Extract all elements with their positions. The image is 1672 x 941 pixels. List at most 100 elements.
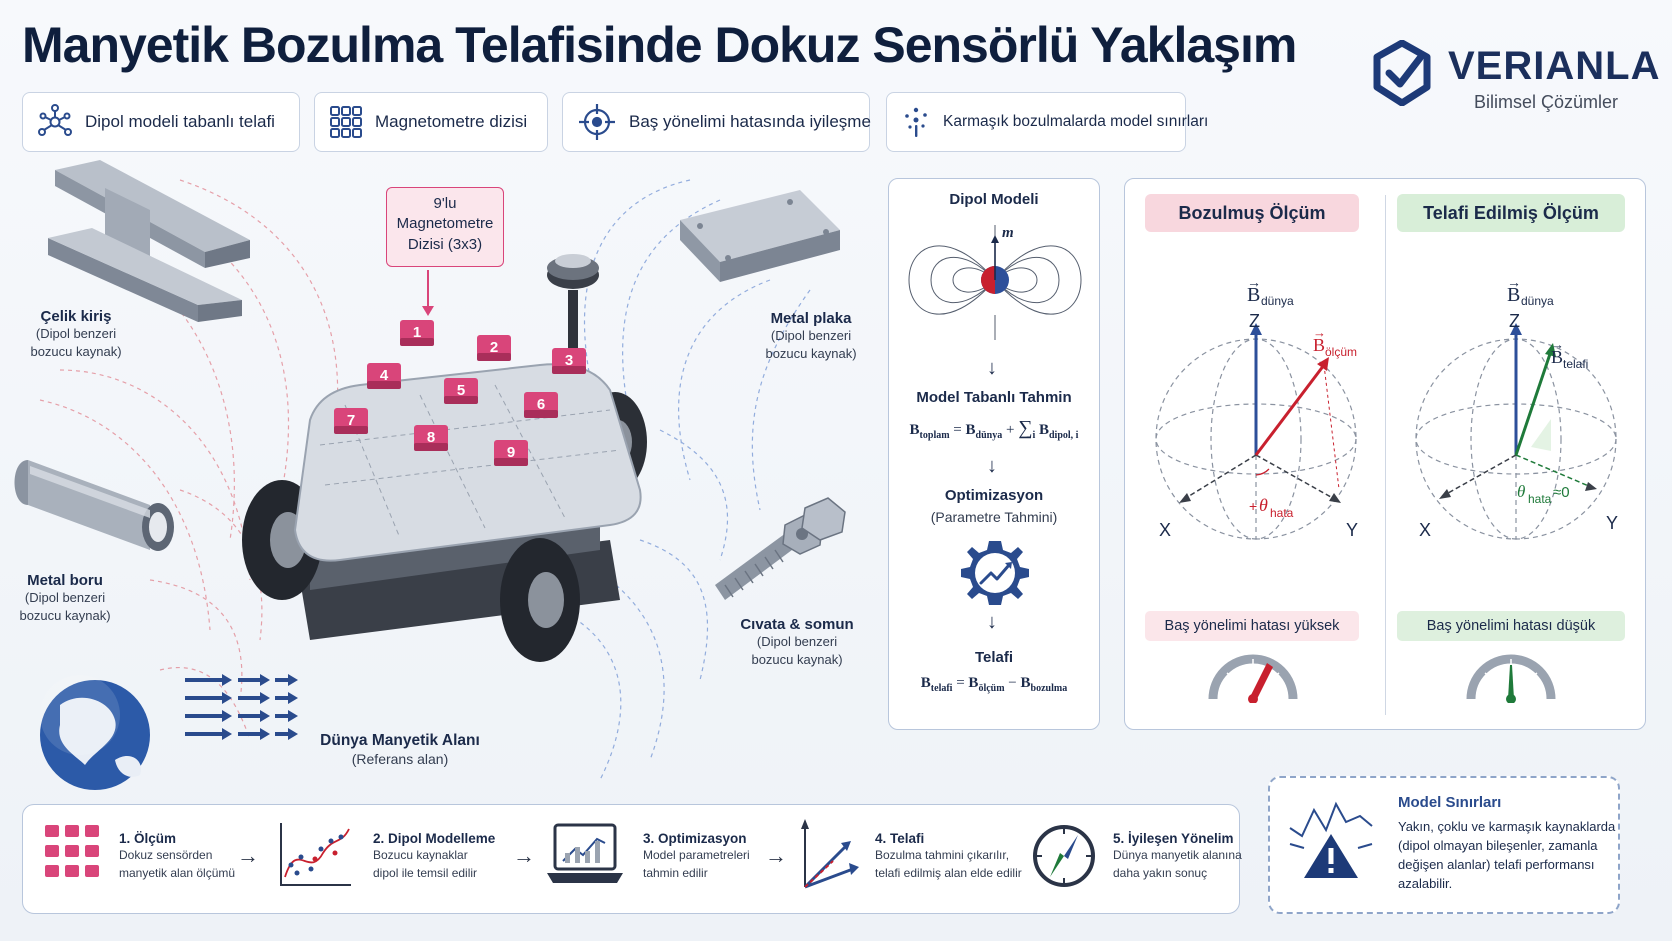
vector-arrow-mark: → (1247, 274, 1261, 290)
sensor-label: 4 (380, 367, 389, 384)
arrow-down-icon: ↓ (987, 357, 997, 379)
error-angle-sub: hata (1270, 506, 1294, 520)
step-3: 3. Optimizasyon Model parametreleri tahm… (643, 831, 750, 882)
step-desc: Dünya manyetik alanına (1113, 848, 1242, 862)
error-low-note: Baş yönelimi hatası düşük (1397, 611, 1625, 641)
limits-line: azalabilir. (1398, 875, 1453, 891)
metal-pipe-label: Metal boru (Dipol benzeri bozucu kaynak) (10, 572, 120, 624)
sum-icon: ∑ (1018, 417, 1033, 439)
step-title: 4. Telafi (875, 831, 925, 846)
callout-line: Magnetometre (396, 215, 494, 233)
pill-label: Karmaşık bozulmalarda model sınırları (943, 113, 1209, 130)
world-vector-sub: dünya (1261, 294, 1294, 308)
limits-title: Model Sınırları (1398, 794, 1502, 811)
eq-sub: i (1032, 430, 1036, 441)
source-desc: bozucu kaynak) (19, 607, 111, 623)
eq-sub: bozulma (1030, 683, 1068, 694)
callout-line: 9'lu (433, 195, 457, 212)
bolt-nut-label: Cıvata & somun (Dipol benzeri bozucu kay… (732, 616, 862, 668)
pill-heading-improvement[interactable]: Baş yönelimi hatasında iyileşme (562, 92, 871, 152)
robot-rover-icon (242, 254, 647, 662)
page-title: Manyetik Bozulma Telafisinde Dokuz Sensö… (22, 17, 1297, 73)
sensor-label: 5 (457, 382, 465, 399)
steel-beam-label: Çelik kiriş (Dipol benzeri bozucu kaynak… (20, 308, 132, 360)
arrow-right-icon: → (513, 843, 535, 868)
source-desc: (Dipol benzeri (770, 328, 852, 343)
brand-shield-icon (1373, 40, 1431, 106)
eq-term: B (968, 675, 979, 691)
pill-magnetometer-array[interactable]: Magnetometre dizisi (314, 92, 548, 152)
eq-sub: dünya (975, 430, 1003, 441)
step-desc: Model parametreleri (643, 848, 750, 862)
step-5: 5. İyileşen Yönelim Dünya manyetik alanı… (1113, 831, 1242, 882)
pill-label: Magnetometre dizisi (375, 112, 528, 131)
source-desc: bozucu kaynak) (30, 343, 122, 359)
axis-x-label: X (1419, 520, 1431, 540)
eq-sub: toplam (919, 430, 950, 441)
compass-icon (1033, 825, 1095, 887)
arrow-down-icon: ↓ (987, 611, 997, 633)
source-name: Cıvata & somun (740, 616, 854, 633)
scatter-icon (905, 107, 927, 137)
arrow-right-icon: → (765, 843, 787, 868)
source-desc: (Dipol benzeri (35, 326, 117, 341)
callout-line: Dizisi (3x3) (407, 235, 483, 253)
dipole-panel-title: Dipol Modeli (949, 191, 1039, 208)
equation-total: Btoplam = Bdünya + ∑i Bdipol, i (909, 417, 1079, 441)
step-2: 2. Dipol Modelleme Bozucu kaynaklar dipo… (373, 831, 495, 882)
dipole-step-estimate: Model Tabanlı Tahmin (916, 389, 1072, 406)
dipole-step-optimization-sub: (Parametre Tahmini) (930, 509, 1058, 525)
vector-arrow-mark: → (1313, 325, 1326, 340)
eq-term: B (965, 422, 976, 438)
earth-field-name: Dünya Manyetik Alanı (320, 732, 480, 749)
arrow-right-icon: → (237, 843, 259, 868)
error-angle-sub: hata (1528, 492, 1552, 506)
brand-name: VERIANLA (1448, 44, 1661, 88)
error-angle-label: θ (1517, 482, 1525, 501)
earth-field-arrows (185, 674, 298, 740)
sensor-label: 9 (507, 444, 515, 461)
vector-arrow-mark: → (1507, 274, 1521, 290)
source-name: Metal boru (27, 572, 103, 589)
step-desc: telafi edilmiş alan elde edilir (875, 866, 1022, 880)
dipole-field-icon: m (908, 225, 1082, 340)
source-desc: bozucu kaynak) (765, 345, 857, 361)
step-title: 3. Optimizasyon (643, 831, 747, 846)
dipole-moment-label: m (1002, 225, 1014, 241)
sensor-4: 4 (367, 363, 401, 389)
vector-arrow-mark: → (1551, 337, 1564, 352)
steel-beam-icon (48, 160, 250, 322)
limits-line: (dipol olmayan bileşenler, zamanla (1398, 837, 1598, 853)
sensor-label: 8 (427, 429, 435, 446)
step-title: 2. Dipol Modelleme (373, 831, 496, 846)
pill-label: Dipol modeli tabanlı telafi (85, 112, 275, 131)
distorted-sphere: B → dünya Z X Y B → ölçüm + θ hata (1155, 274, 1358, 540)
dipole-model-panel: Dipol Modeli m ↓ Model Tabanlı Tahmin Bt… (888, 178, 1100, 730)
metal-plate-label: Metal plaka (Dipol benzeri bozucu kaynak… (756, 310, 866, 362)
error-angle-label: θ (1259, 495, 1268, 515)
dipole-step-compensation: Telafi (974, 649, 1014, 666)
sensor-array: 1 2 3 4 5 6 7 8 9 (334, 320, 586, 466)
step-desc: tahmin edilir (643, 866, 708, 880)
metal-plate-icon (680, 190, 840, 282)
step-title: 1. Ölçüm (119, 831, 177, 846)
pill-dipole-model[interactable]: Dipol modeli tabanlı telafi (22, 92, 300, 152)
measured-vector-sub: ölçüm (1325, 345, 1357, 359)
limits-line: değişen alanlar) telafi performansı (1398, 856, 1595, 872)
sensor-3: 3 (552, 348, 586, 374)
field-illustration: 1 2 3 4 5 6 7 8 9 (14, 160, 846, 790)
warning-signal-icon (1289, 801, 1373, 878)
bolt-nut-icon (715, 497, 846, 600)
sensor-6: 6 (524, 392, 558, 418)
step-desc: dipol ile temsil edilir (373, 866, 478, 880)
source-desc: (Dipol benzeri (756, 634, 838, 649)
sensor-8: 8 (414, 425, 448, 451)
world-vector-sub: dünya (1521, 294, 1554, 308)
gauge-high-icon (1208, 654, 1298, 703)
axis-y-label: Y (1346, 520, 1358, 540)
pill-model-limits[interactable]: Karmaşık bozulmalarda model sınırları (886, 92, 1208, 152)
eq-term: B (1038, 422, 1049, 438)
eq-sub: ölçüm (978, 683, 1005, 694)
laptop-chart-icon (547, 823, 623, 883)
sensor-grid-icon (45, 825, 99, 877)
